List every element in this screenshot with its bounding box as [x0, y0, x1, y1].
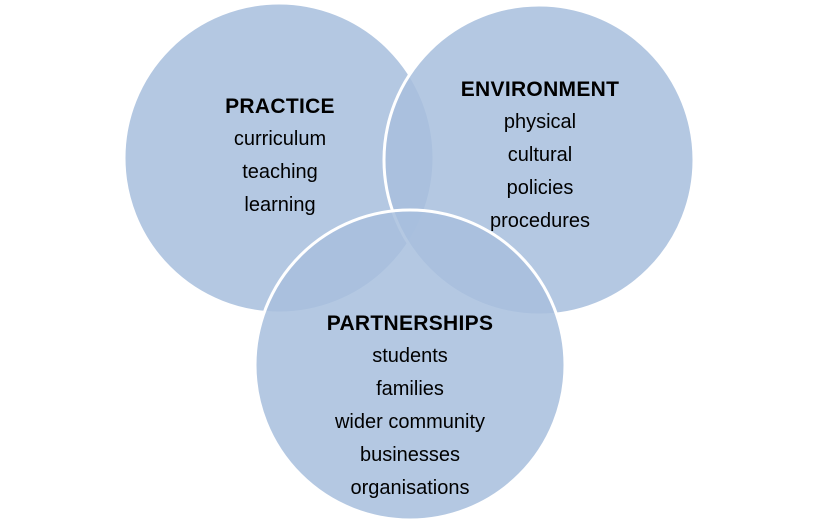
environment-heading: ENVIRONMENT: [460, 78, 620, 101]
practice-label-group: PRACTICE curriculum teaching learning: [180, 90, 380, 222]
partnerships-label-group: PARTNERSHIPS students families wider com…: [300, 307, 520, 505]
environment-item-procedures: procedures: [489, 210, 591, 232]
partnerships-item-families: families: [376, 378, 444, 400]
environment-label-group: ENVIRONMENT physical cultural policies p…: [430, 73, 650, 238]
partnerships-item-organisations: organisations: [350, 477, 470, 499]
practice-item-curriculum: curriculum: [233, 128, 327, 150]
partnerships-item-students: students: [372, 345, 448, 367]
partnerships-item-wider-community: wider community: [334, 411, 486, 433]
partnerships-item-businesses: businesses: [359, 444, 461, 466]
partnerships-heading: PARTNERSHIPS: [326, 312, 494, 335]
practice-heading: PRACTICE: [225, 95, 335, 118]
practice-item-learning: learning: [244, 194, 316, 216]
environment-item-policies: policies: [506, 177, 574, 199]
environment-item-physical: physical: [503, 111, 577, 133]
partnerships-circle: [253, 208, 567, 522]
practice-item-teaching: teaching: [242, 161, 318, 183]
environment-item-cultural: cultural: [507, 144, 573, 166]
